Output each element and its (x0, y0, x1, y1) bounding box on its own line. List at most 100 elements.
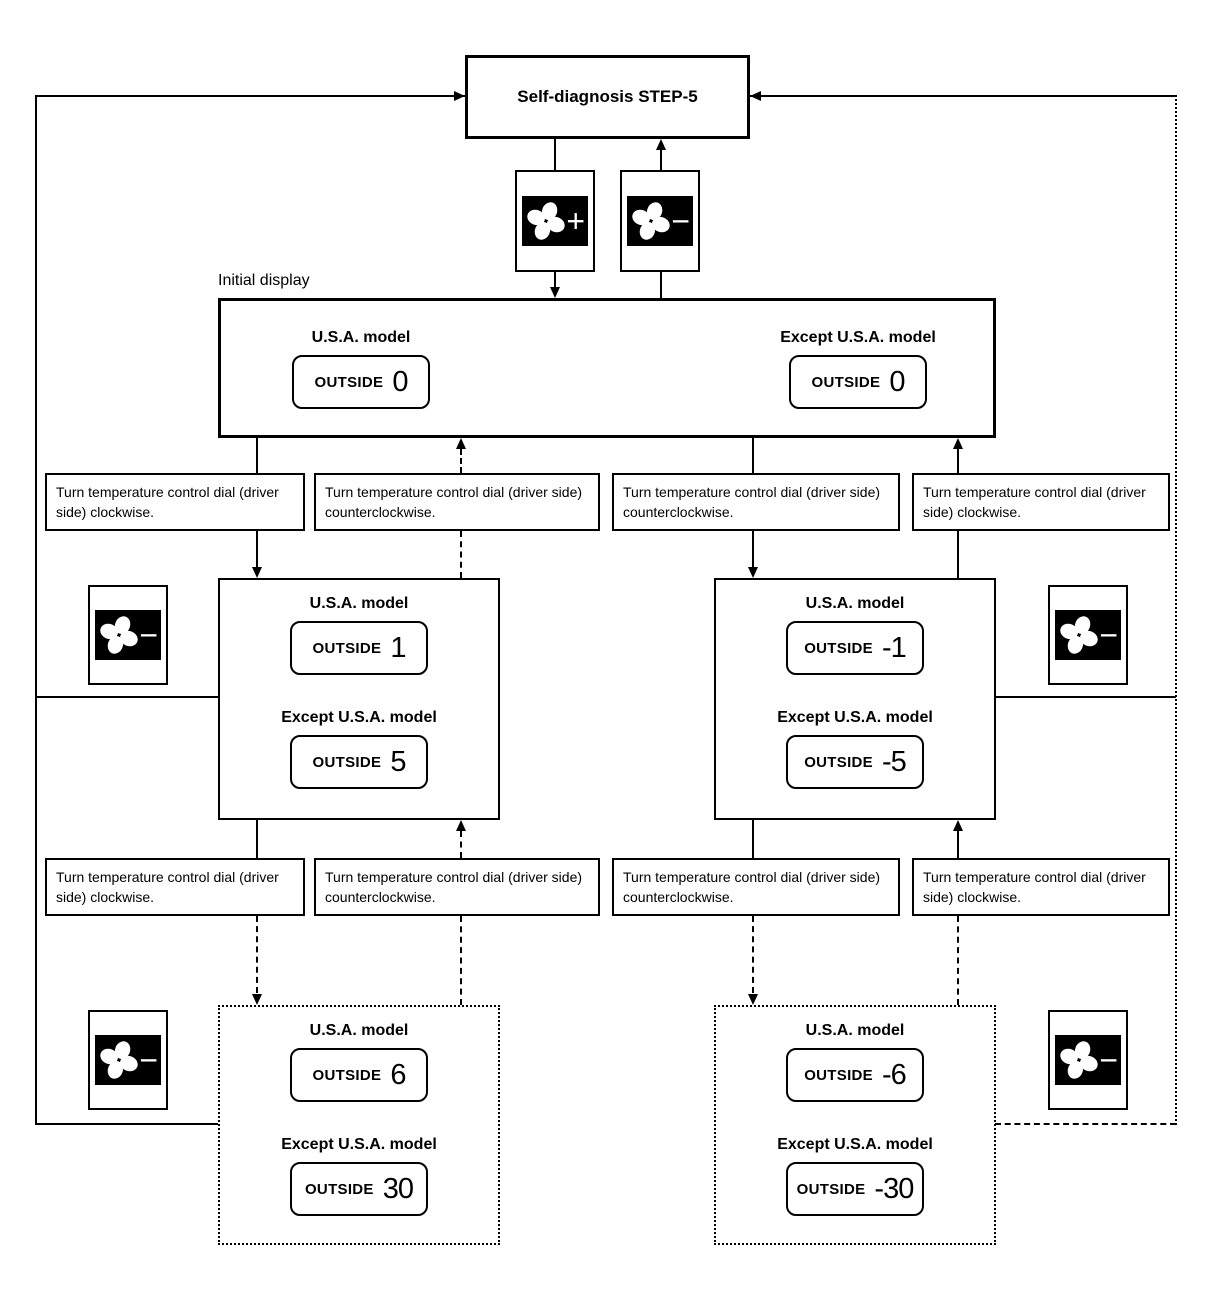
arrow-down-icon (748, 994, 758, 1005)
arrow-up-icon (456, 438, 466, 449)
instruction-text: Turn temperature control dial (driver si… (325, 868, 583, 905)
flow-line (752, 916, 754, 993)
fan-icon (100, 1041, 138, 1079)
arrow-down-icon (550, 287, 560, 298)
outside-value: -1 (881, 631, 907, 664)
outside-unit: OUTSIDE (312, 639, 382, 657)
flow-line (957, 831, 959, 858)
fan-icon (1060, 616, 1098, 654)
arrow-up-icon (953, 820, 963, 831)
fan-display: − (95, 610, 161, 660)
instruction-text: Turn temperature control dial (driver si… (623, 868, 881, 905)
outside-display: OUTSIDE 1 (290, 621, 428, 675)
instruction-text: Turn temperature control dial (driver si… (56, 868, 279, 905)
usa-model-label: U.S.A. model (309, 1022, 409, 1039)
fan-icon (1060, 1041, 1098, 1079)
flow-line (995, 1123, 1176, 1125)
flow-line (957, 916, 959, 1005)
outside-unit: OUTSIDE (811, 373, 881, 391)
arrow-down-icon (252, 994, 262, 1005)
outside-value: 30 (382, 1172, 414, 1205)
fan-display: − (95, 1035, 161, 1085)
usa-model-label: U.S.A. model (805, 1022, 905, 1039)
flow-line (660, 272, 662, 298)
flow-line (36, 95, 465, 97)
state-box-mid-left: U.S.A. model OUTSIDE 1 Except U.S.A. mod… (218, 578, 500, 820)
outside-display: OUTSIDE 30 (290, 1162, 428, 1216)
outside-unit: OUTSIDE (804, 753, 873, 771)
fan-display: + (522, 196, 588, 246)
fan-display: − (1055, 1035, 1121, 1085)
outside-display: OUTSIDE 6 (290, 1048, 428, 1102)
outside-unit: OUTSIDE (314, 373, 384, 391)
flow-line (460, 531, 462, 578)
outside-display: OUTSIDE -5 (786, 735, 924, 789)
arrow-up-icon (456, 820, 466, 831)
self-diagnosis-step-box: Self-diagnosis STEP-5 (465, 55, 750, 139)
flow-line (256, 820, 258, 858)
flow-line (750, 95, 1177, 97)
except-usa-model-label: Except U.S.A. model (281, 709, 437, 726)
instruction-box: Turn temperature control dial (driver si… (912, 858, 1170, 916)
flow-line (554, 272, 556, 289)
fan-up-button: + (515, 170, 595, 272)
arrow-left-icon (750, 91, 761, 101)
instruction-box: Turn temperature control dial (driver si… (314, 858, 600, 916)
flow-line (1175, 95, 1177, 1125)
instruction-box: Turn temperature control dial (driver si… (45, 858, 305, 916)
flow-line (35, 95, 37, 1125)
instruction-box: Turn temperature control dial (driver si… (612, 473, 900, 531)
outside-value: -30 (874, 1172, 914, 1205)
fan-display: − (627, 196, 693, 246)
flow-line (460, 831, 462, 858)
arrow-down-icon (252, 567, 262, 578)
flow-line (256, 438, 258, 473)
fan-down-button: − (88, 585, 168, 685)
minus-icon: − (1099, 1042, 1118, 1078)
fan-down-button: − (1048, 585, 1128, 685)
except-usa-model-label: Except U.S.A. model (780, 329, 936, 346)
except-usa-model-label: Except U.S.A. model (777, 709, 933, 726)
outside-display: OUTSIDE -30 (786, 1162, 924, 1216)
instruction-box: Turn temperature control dial (driver si… (45, 473, 305, 531)
except-usa-model-label: Except U.S.A. model (777, 1136, 933, 1153)
outside-unit: OUTSIDE (804, 639, 873, 657)
outside-display: OUTSIDE 5 (290, 735, 428, 789)
instruction-box: Turn temperature control dial (driver si… (612, 858, 900, 916)
fan-down-button: − (620, 170, 700, 272)
flow-line (554, 139, 556, 170)
instruction-text: Turn temperature control dial (driver si… (923, 483, 1146, 520)
state-box-bottom-right: U.S.A. model OUTSIDE -6 Except U.S.A. mo… (714, 1005, 996, 1245)
outside-unit: OUTSIDE (804, 1066, 873, 1084)
outside-value: 0 (392, 365, 408, 398)
flow-line (460, 916, 462, 1005)
arrow-right-icon (454, 91, 465, 101)
instruction-box: Turn temperature control dial (driver si… (314, 473, 600, 531)
flow-line (460, 449, 462, 473)
fan-icon (527, 202, 565, 240)
usa-model-label: U.S.A. model (311, 329, 411, 346)
step-title: Self-diagnosis STEP-5 (517, 87, 698, 106)
outside-unit: OUTSIDE (304, 1180, 374, 1198)
flow-line (256, 531, 258, 568)
fan-down-button: − (1048, 1010, 1128, 1110)
instruction-text: Turn temperature control dial (driver si… (623, 483, 881, 520)
instruction-text: Turn temperature control dial (driver si… (923, 868, 1146, 905)
flow-line (660, 150, 662, 170)
usa-model-label: U.S.A. model (805, 595, 905, 612)
minus-icon: − (1099, 617, 1118, 653)
arrow-up-icon (953, 438, 963, 449)
outside-value: 5 (390, 745, 406, 778)
outside-display: OUTSIDE -6 (786, 1048, 924, 1102)
arrow-down-icon (748, 567, 758, 578)
outside-unit: OUTSIDE (312, 1066, 382, 1084)
outside-value: -6 (881, 1058, 907, 1091)
flow-line (256, 916, 258, 993)
outside-value: 6 (390, 1058, 406, 1091)
instruction-text: Turn temperature control dial (driver si… (56, 483, 279, 520)
fan-display: − (1055, 610, 1121, 660)
flow-line (995, 696, 1176, 698)
fan-icon (632, 202, 670, 240)
flow-line (957, 449, 959, 473)
